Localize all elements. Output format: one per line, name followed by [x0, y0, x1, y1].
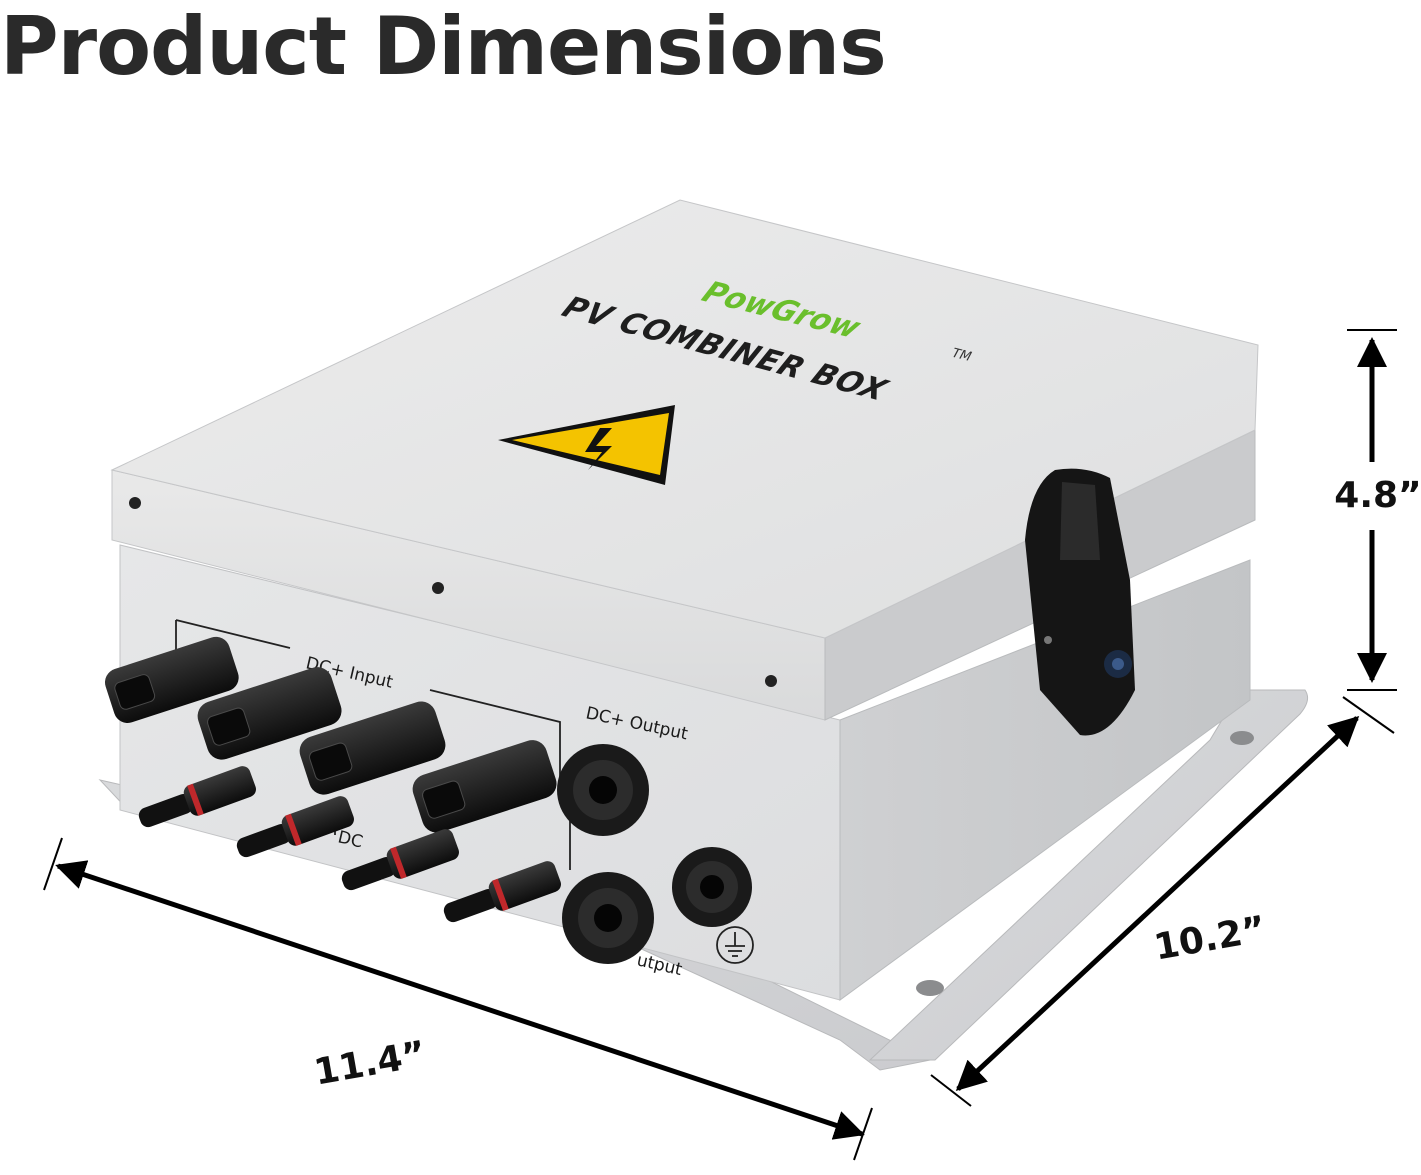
- depth-dimension-label: 10.2”: [1151, 909, 1269, 969]
- dc-positive-input-connectors: [104, 636, 557, 833]
- screw: [432, 582, 444, 594]
- mounting-hole: [916, 980, 944, 996]
- cable-gland-ground: [672, 847, 752, 927]
- cable-gland-negative-output: [562, 872, 654, 964]
- screw: [765, 675, 777, 687]
- trademark: TM: [947, 346, 974, 364]
- height-dimension-line: 4.8”: [1334, 329, 1421, 691]
- cable-gland-positive-output: [557, 744, 649, 836]
- page-title: Product Dimensions: [0, 0, 887, 93]
- screw: [129, 497, 141, 509]
- width-dimension-label: 11.4”: [311, 1034, 429, 1094]
- latch-handle[interactable]: [1025, 468, 1135, 736]
- height-dimension-label: 4.8”: [1334, 475, 1421, 516]
- lid-top: [110, 199, 1259, 639]
- high-voltage-warning-icon: [498, 405, 675, 485]
- mounting-hole: [1230, 731, 1254, 745]
